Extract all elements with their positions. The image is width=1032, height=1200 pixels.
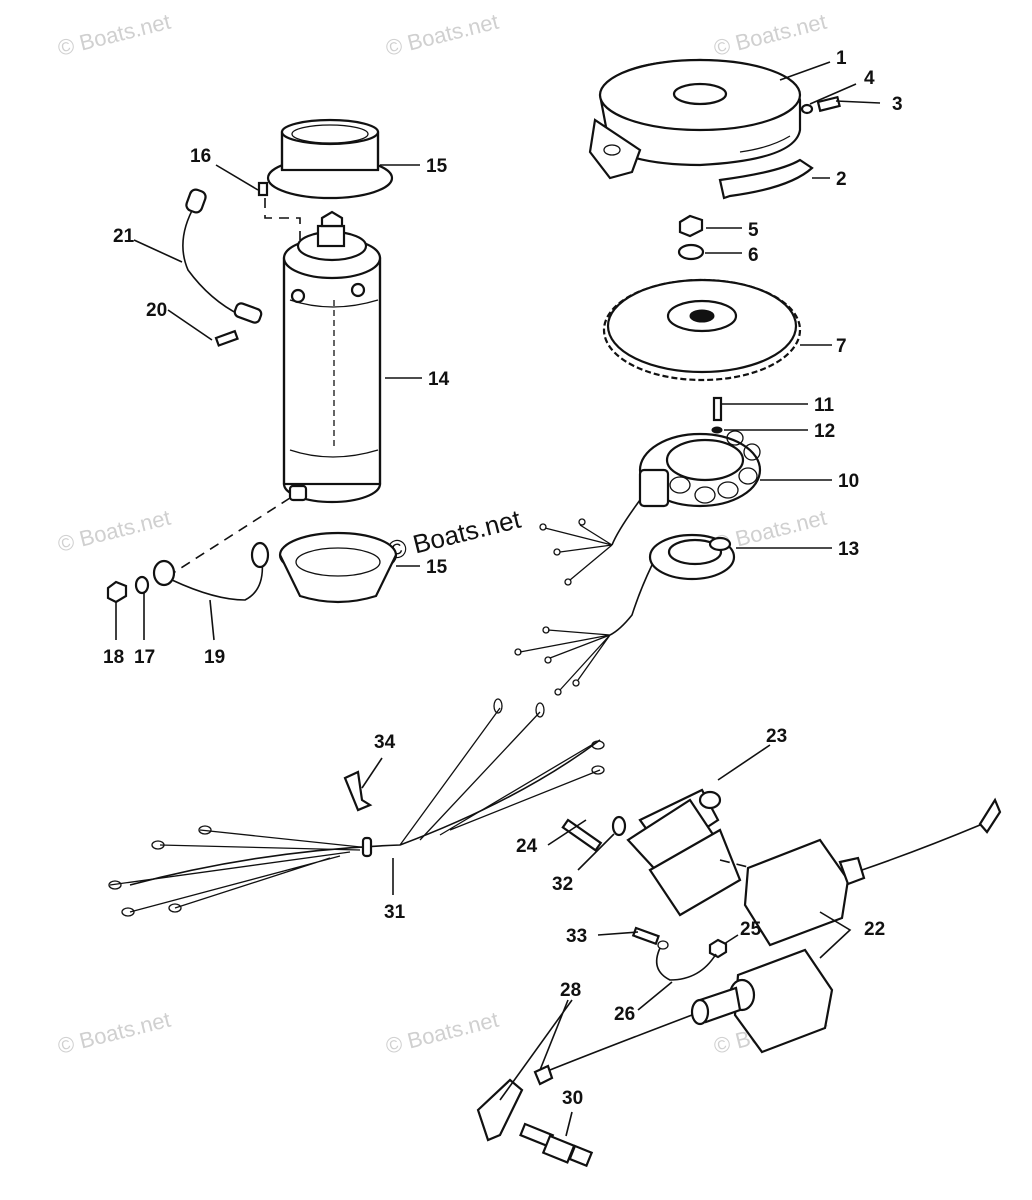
- callout-2: 2: [836, 169, 847, 190]
- lock-washer: [134, 575, 150, 595]
- ground-cable: [152, 541, 270, 601]
- callout-labels: 1 2 3 4 5 6 7 10 11 12 13 14 15 15 16 17…: [103, 48, 903, 1109]
- trigger: [514, 533, 736, 696]
- callout-15-lower: 15: [426, 557, 448, 578]
- ground-lead: [655, 947, 717, 981]
- watermark: © Boats.net: [711, 9, 829, 61]
- callout-31: 31: [384, 902, 406, 923]
- bracket-bolt: [561, 818, 603, 852]
- watermark: © Boats.net: [383, 1007, 501, 1059]
- callout-11: 11: [814, 395, 835, 416]
- starter-motor: [282, 210, 382, 504]
- coil-nut: [708, 938, 728, 959]
- band-strip: [718, 158, 814, 200]
- spark-plug-lead: [544, 1014, 693, 1073]
- callout-19: 19: [204, 647, 225, 668]
- leader-lines: [115, 61, 881, 1137]
- callout-17: 17: [134, 647, 155, 668]
- stator-screw: [712, 396, 723, 422]
- stator-washer: [711, 426, 723, 434]
- coil-bracket: [626, 788, 742, 917]
- ignition-coil-lower: [690, 948, 834, 1054]
- watermark: © Boats.net: [383, 9, 501, 61]
- harness-clip: [343, 770, 373, 812]
- stator: [539, 430, 762, 586]
- bracket-washer: [611, 815, 627, 837]
- cable-bolt: [214, 329, 239, 347]
- spark-plug-boot: [533, 1064, 554, 1086]
- callout-7: 7: [836, 336, 847, 357]
- callout-6: 6: [748, 245, 759, 266]
- callout-26: 26: [614, 1004, 635, 1025]
- spark-plug-boot: [476, 1078, 524, 1142]
- callout-12: 12: [814, 421, 835, 442]
- callout-15-upper: 15: [426, 156, 448, 177]
- callout-1: 1: [836, 48, 847, 69]
- watermark: © Boats.net: [55, 505, 173, 557]
- ignition-coil-upper: [743, 797, 1002, 947]
- flywheel-cover: [588, 58, 802, 180]
- watermark: © Boats.net: [55, 1007, 173, 1059]
- alignment-line: [169, 497, 291, 576]
- screw-and-washer: [800, 95, 841, 115]
- callout-10: 10: [838, 471, 859, 492]
- callout-5: 5: [748, 220, 759, 241]
- callout-25: 25: [740, 919, 762, 940]
- terminal-nut: [106, 580, 128, 604]
- flywheel: [602, 278, 802, 382]
- spark-plug: [519, 1122, 594, 1168]
- callout-24: 24: [516, 836, 538, 857]
- watermark-featured: © Boats.net: [384, 504, 524, 566]
- callout-30: 30: [562, 1088, 583, 1109]
- callout-18: 18: [103, 647, 124, 668]
- callout-33: 33: [566, 926, 587, 947]
- callout-22: 22: [864, 919, 885, 940]
- callout-14: 14: [428, 369, 450, 390]
- set-screw: [257, 181, 269, 197]
- lower-collar: [278, 531, 398, 604]
- callout-16: 16: [190, 146, 211, 167]
- callout-32: 32: [552, 874, 573, 895]
- callout-13: 13: [838, 539, 859, 560]
- flywheel-nut: [678, 214, 704, 238]
- wire-harness: [108, 698, 605, 917]
- battery-cable: [182, 188, 263, 324]
- callout-3: 3: [892, 94, 903, 115]
- coil-screw: [631, 926, 660, 946]
- alignment-line: [264, 198, 301, 240]
- upper-collar: [266, 118, 394, 200]
- callout-28: 28: [560, 980, 581, 1001]
- callout-34: 34: [374, 732, 396, 753]
- callout-23: 23: [766, 726, 787, 747]
- callout-21: 21: [113, 226, 135, 247]
- flywheel-washer: [677, 243, 705, 261]
- watermark: © Boats.net: [55, 9, 173, 61]
- callout-20: 20: [146, 300, 167, 321]
- callout-4: 4: [864, 68, 875, 89]
